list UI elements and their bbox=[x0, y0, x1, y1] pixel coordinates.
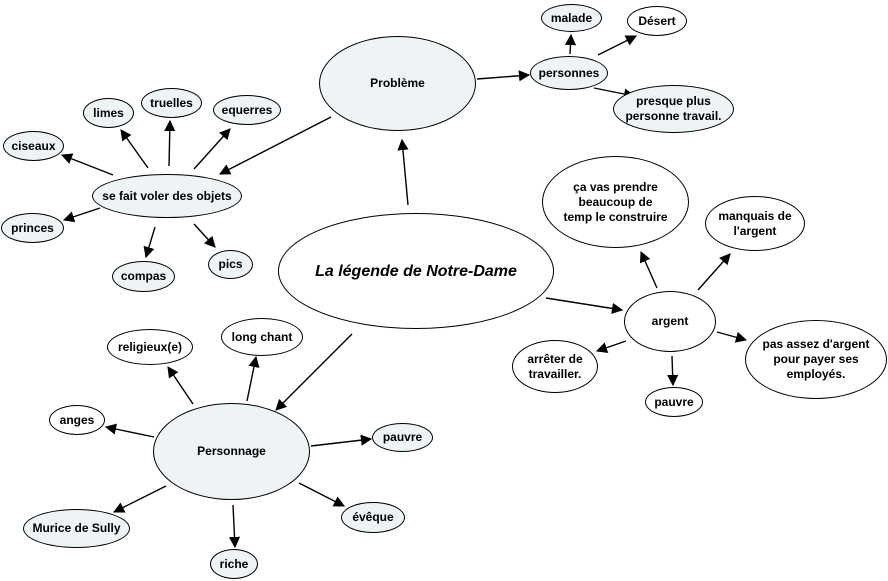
node-murice: Murice de Sully bbox=[23, 509, 130, 548]
node-central: La légende de Notre-Dame bbox=[278, 213, 554, 329]
arrow-personnage-murice bbox=[112, 485, 167, 513]
node-argent: argent bbox=[624, 291, 716, 352]
node-riche: riche bbox=[210, 549, 258, 579]
arrow-argent-pasassez bbox=[716, 331, 748, 343]
arrow-argent-arreter bbox=[595, 340, 627, 354]
node-personnage: Personnage bbox=[153, 403, 310, 500]
arrow-vole-princes bbox=[62, 207, 101, 223]
arrow-central-personnage bbox=[275, 333, 353, 411]
node-probleme: Problème bbox=[319, 36, 476, 131]
node-pasassez: pas assez d'argent pour payer ses employ… bbox=[745, 320, 887, 399]
node-pics: pics bbox=[208, 250, 253, 279]
arrow-argent-manquais bbox=[697, 253, 731, 291]
arrow-vole-compas bbox=[143, 226, 156, 259]
arrow-probleme-personnes bbox=[476, 70, 531, 82]
node-anges: anges bbox=[49, 405, 105, 435]
arrow-personnage-religieux bbox=[167, 366, 194, 405]
node-eveque: évêque bbox=[341, 502, 405, 533]
arrow-argent-pauvre bbox=[667, 355, 679, 387]
arrow-vole-truelles bbox=[164, 119, 176, 167]
arrow-central-probleme bbox=[397, 138, 409, 206]
node-personnes: personnes bbox=[530, 56, 608, 90]
node-longchant: long chant bbox=[221, 318, 303, 356]
arrow-personnage-longchant bbox=[246, 355, 260, 402]
node-temps: ça vas prendre beaucoup de temp le const… bbox=[542, 156, 689, 248]
arrow-personnes-desert bbox=[597, 35, 638, 56]
node-desert: Désert bbox=[627, 6, 687, 36]
arrow-vole-limes bbox=[120, 129, 149, 169]
node-vole: se fait voler des objets bbox=[92, 174, 242, 218]
node-presque: presque plus personne travail. bbox=[613, 85, 734, 133]
arrow-vole-ciseaux bbox=[60, 153, 114, 176]
node-truelles: truelles bbox=[141, 88, 202, 118]
arrow-vole-equerres bbox=[193, 128, 231, 170]
node-limes: limes bbox=[83, 98, 134, 128]
arrow-personnes-malade bbox=[564, 33, 577, 55]
node-equerres: equerres bbox=[213, 95, 281, 125]
arrow-probleme-vole bbox=[219, 116, 332, 175]
node-ciseaux: ciseaux bbox=[3, 131, 64, 161]
node-compas: compas bbox=[112, 261, 175, 292]
node-malade: malade bbox=[541, 4, 602, 32]
arrow-personnage-eveque bbox=[298, 482, 345, 507]
node-princes: princes bbox=[1, 213, 64, 243]
node-religieux: religieux(e) bbox=[107, 329, 193, 365]
arrow-personnage-anges bbox=[104, 423, 155, 438]
arrow-argent-temps bbox=[639, 250, 658, 289]
arrow-personnage-riche bbox=[228, 504, 241, 549]
node-manquais: manquais de l'argent bbox=[705, 196, 805, 251]
node-pauvre-perso: pauvre bbox=[372, 423, 433, 452]
node-pauvre-argent: pauvre bbox=[645, 387, 703, 417]
arrow-personnage-pauvre bbox=[310, 434, 373, 447]
arrow-central-argent bbox=[545, 297, 624, 314]
arrow-vole-pics bbox=[193, 223, 216, 248]
node-arreter: arrêter de travailler. bbox=[512, 340, 598, 393]
